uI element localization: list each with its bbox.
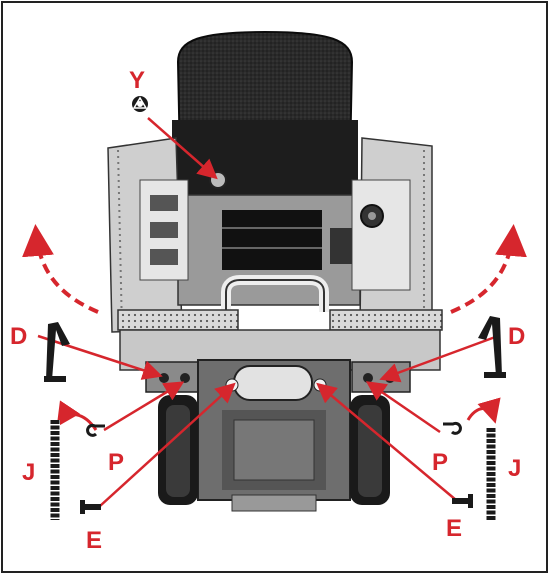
nut-icon xyxy=(132,96,148,112)
right-coupler-pocket xyxy=(351,361,411,393)
cab-front xyxy=(172,120,358,200)
hook-icon xyxy=(443,421,462,435)
hook-icon xyxy=(86,423,105,437)
leader-lines xyxy=(37,117,499,507)
motor-core xyxy=(222,210,322,270)
callout-p-left: P xyxy=(108,449,124,476)
screw-icon xyxy=(452,494,473,508)
screw-icon xyxy=(80,500,101,514)
rotate-arrow-right xyxy=(450,224,527,314)
coupler-icon xyxy=(44,322,70,382)
callout-d-right: D xyxy=(508,323,525,350)
callout-e-right: E xyxy=(446,515,462,542)
right-running-board xyxy=(329,309,443,331)
callout-d-left: D xyxy=(10,323,27,350)
spring-icon xyxy=(50,420,60,520)
spring-icon xyxy=(486,428,496,520)
rotate-arrow-left xyxy=(22,224,99,314)
callout-y: Y xyxy=(129,67,145,94)
callout-e-left: E xyxy=(86,527,102,554)
right-panel xyxy=(351,179,411,291)
hook-arrow-right xyxy=(466,397,501,424)
locomotive-photo xyxy=(107,30,443,512)
coupler-icon xyxy=(478,316,506,378)
callout-j-left: J xyxy=(22,459,35,486)
left-running-board xyxy=(117,309,239,331)
truck-opening xyxy=(233,365,313,401)
callout-j-right: J xyxy=(508,455,521,482)
callout-p-right: P xyxy=(432,449,448,476)
